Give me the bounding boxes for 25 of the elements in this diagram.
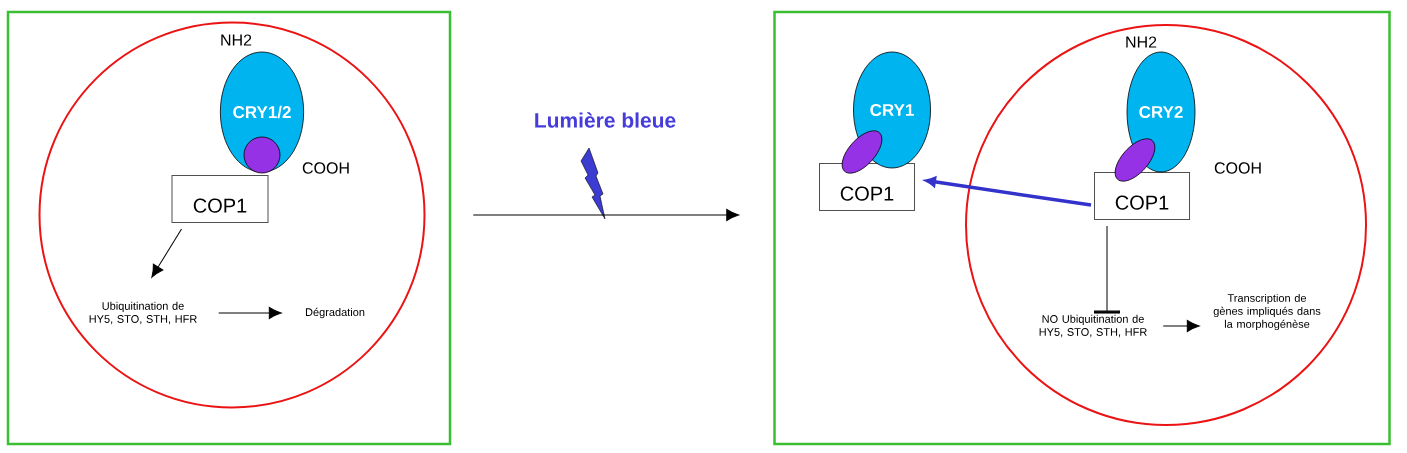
node-text: Ubiquitination de HY5, STO, STH, HFR — [89, 301, 197, 325]
arrow — [218, 307, 282, 319]
beside-label: COOH — [302, 162, 349, 174]
protein-box: COP1 — [1094, 172, 1190, 220]
protein-box: COP1 — [171, 175, 269, 223]
beside-label: NH2 — [221, 34, 252, 46]
chromophore-shape — [1114, 138, 1156, 182]
beside-label: NH2 — [1126, 36, 1157, 48]
cell-circle — [965, 24, 1367, 426]
node-text: Transcription de gènes impliqués dans la morphogénèse — [1213, 293, 1321, 331]
arrow — [1162, 320, 1200, 332]
chromophore-shape — [841, 130, 883, 174]
arrow — [925, 176, 1092, 207]
panel-frame — [6, 10, 452, 446]
arrow — [472, 209, 740, 221]
chromophore-shape — [243, 136, 281, 174]
arrow — [151, 228, 182, 278]
arrow — [1094, 225, 1120, 314]
beside-label: COOH — [1214, 162, 1261, 174]
edge-label: Lumière bleue — [535, 112, 676, 128]
node-text: Dégradation — [305, 307, 365, 319]
panel-frame — [773, 10, 1391, 446]
cell-circle — [38, 21, 426, 409]
node-text: NO Ubiquitination de HY5, STO, STH, HFR — [1039, 314, 1147, 338]
protein-box: COP1 — [819, 163, 915, 211]
